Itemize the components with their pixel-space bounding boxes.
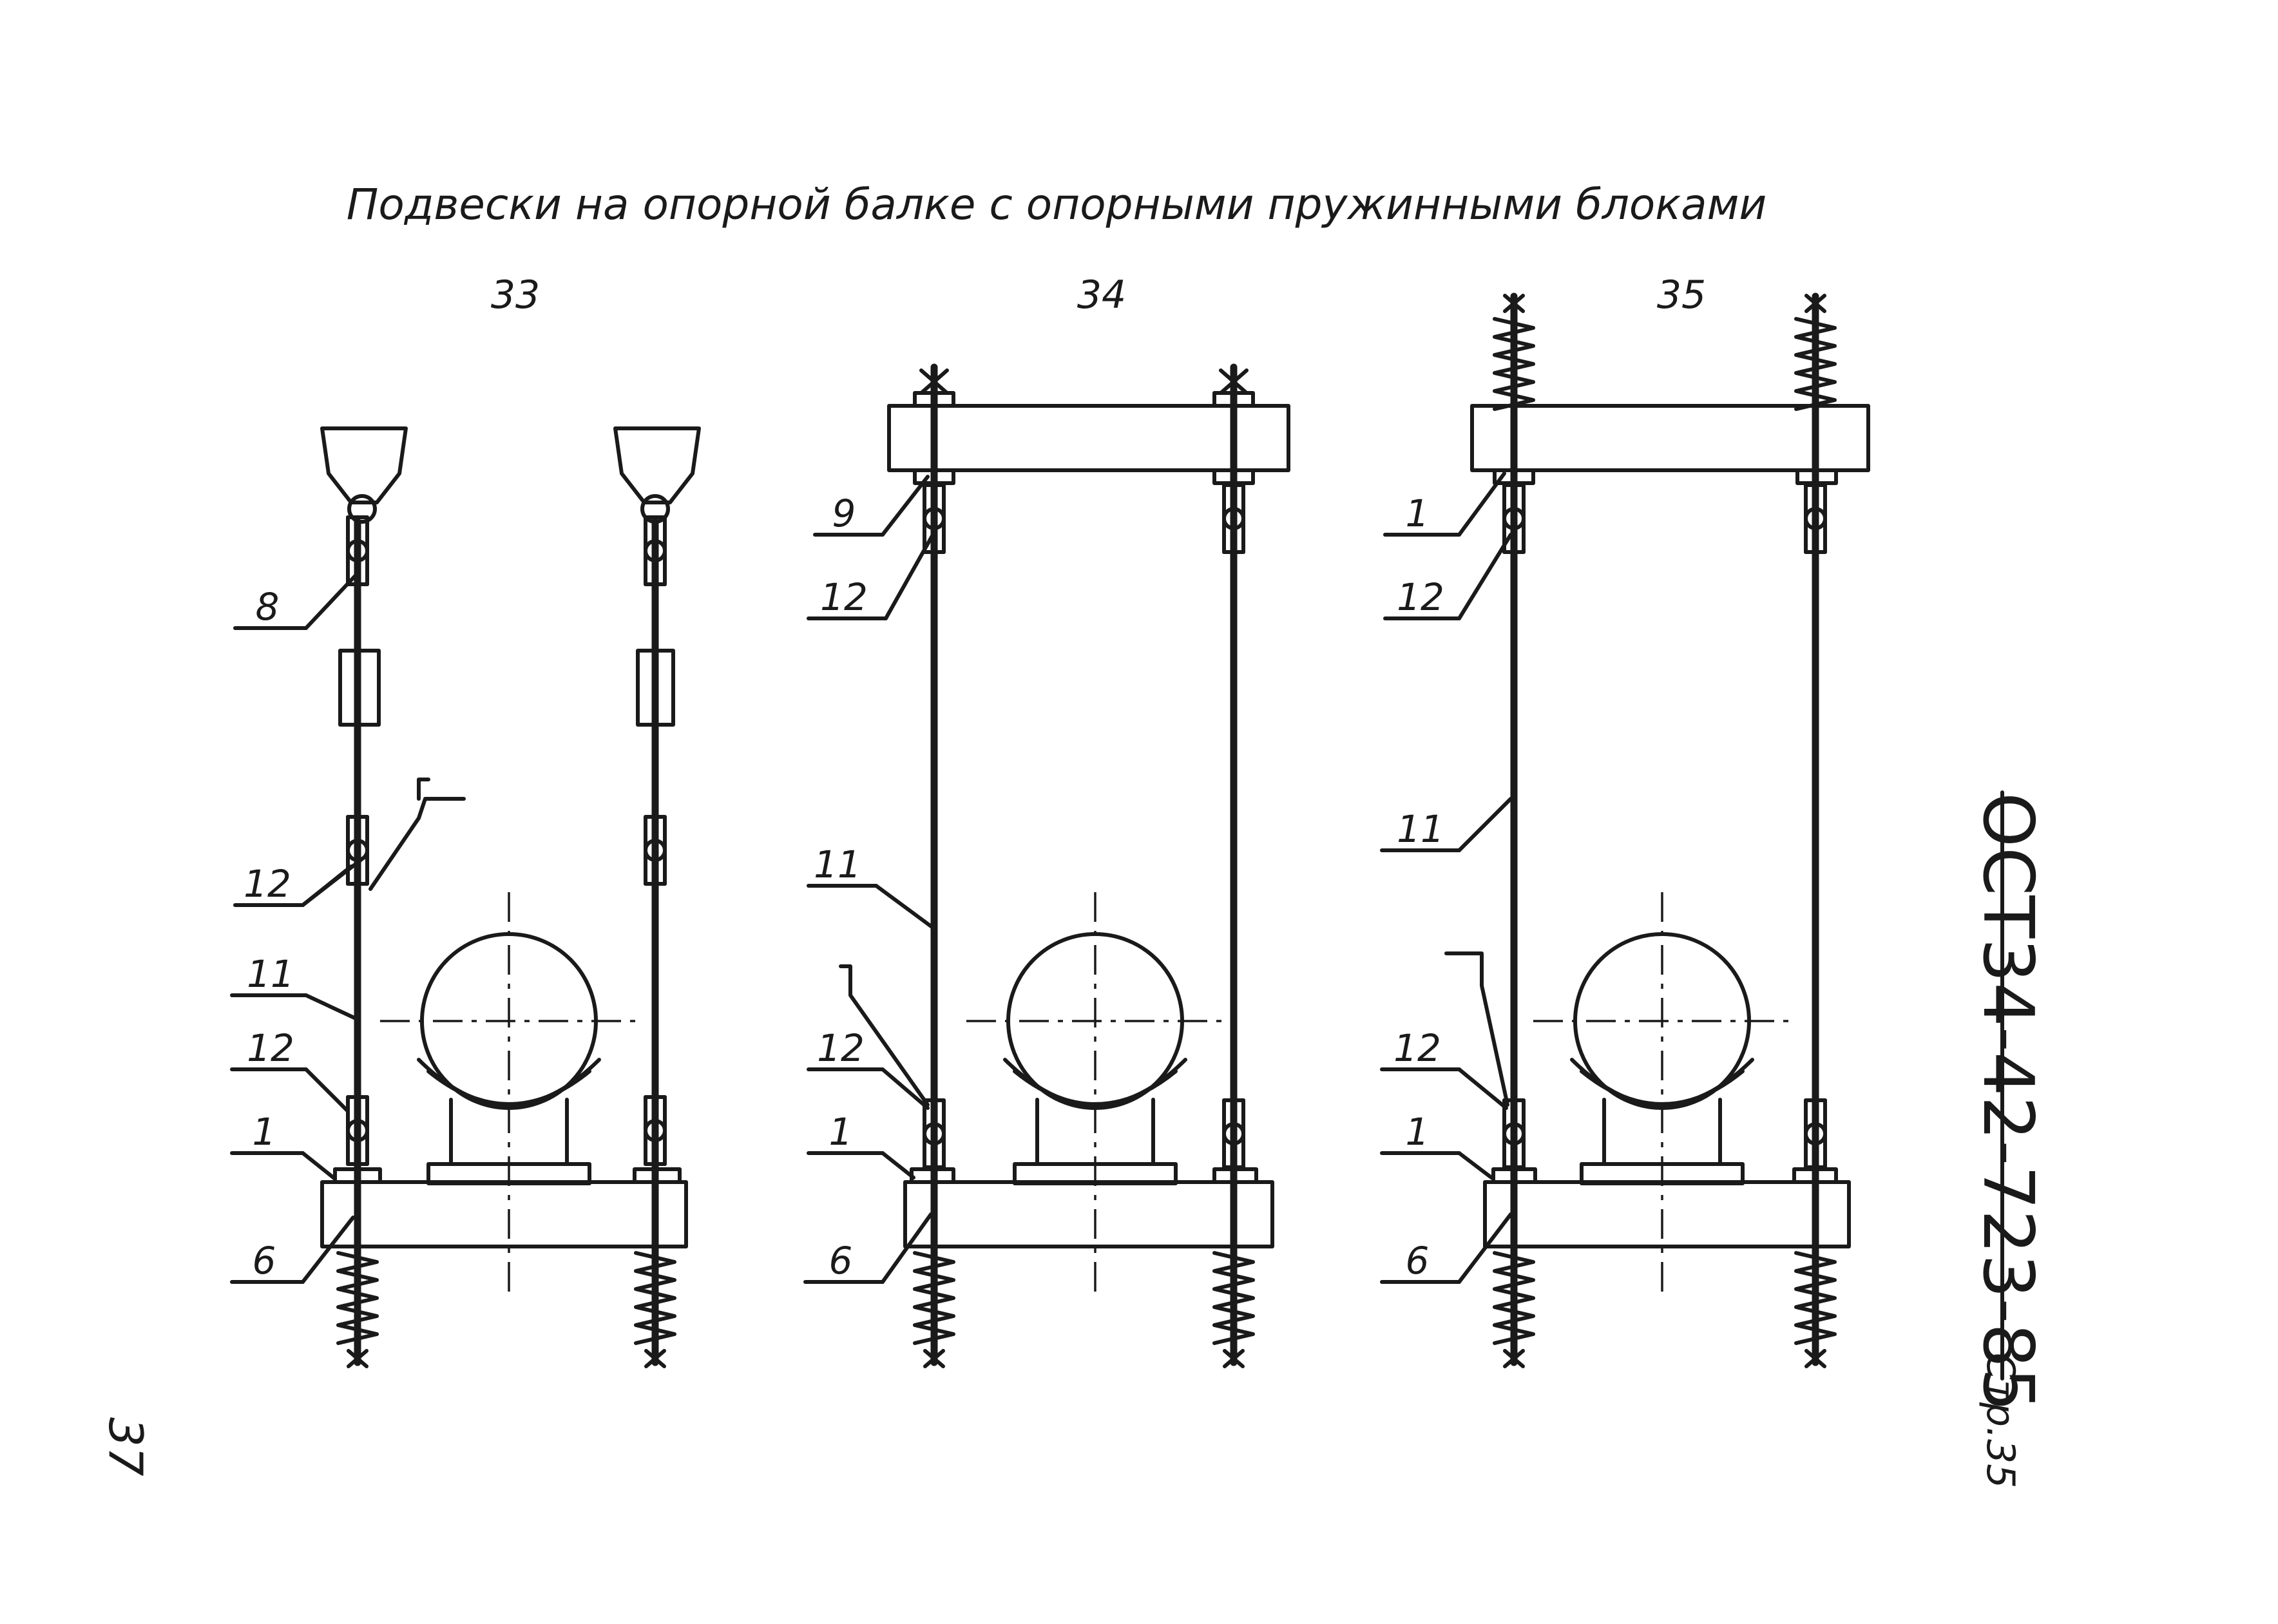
page-number: 37 bbox=[99, 1417, 153, 1476]
variant-number-35: 35 bbox=[1657, 272, 1706, 318]
variant-number-33: 33 bbox=[491, 272, 540, 318]
callout-1-top: 1 bbox=[1406, 492, 1430, 535]
document-code: ОСТ34-42-723-85 bbox=[1967, 792, 2048, 1412]
variant-34-drawing bbox=[839, 363, 1290, 1366]
callout-11: 11 bbox=[1397, 807, 1444, 851]
callout-1: 1 bbox=[1406, 1110, 1430, 1154]
callout-12-lower: 12 bbox=[817, 1026, 865, 1070]
callout-12-upper: 12 bbox=[1397, 575, 1444, 619]
callout-11: 11 bbox=[814, 843, 861, 886]
variant-35-callouts: 1 12 11 12 1 6 bbox=[1380, 472, 1513, 1284]
callout-12-lower: 12 bbox=[247, 1026, 294, 1070]
callout-1: 1 bbox=[829, 1110, 853, 1154]
variant-number-34: 34 bbox=[1077, 272, 1126, 318]
drawing-title: Подвески на опорной балке с опорными пру… bbox=[347, 180, 1767, 229]
callout-1: 1 bbox=[253, 1110, 276, 1154]
callout-6: 6 bbox=[829, 1239, 853, 1283]
document-designation: ОСТ34-42-723-85 Стр.35 bbox=[1967, 792, 2048, 1488]
callout-12-upper: 12 bbox=[244, 862, 291, 906]
callout-11: 11 bbox=[247, 952, 294, 996]
variant-33-callouts: 8 12 11 12 1 6 bbox=[230, 571, 363, 1284]
callout-12-upper: 12 bbox=[820, 575, 868, 619]
variant-34-callouts: 9 12 11 12 1 6 bbox=[803, 475, 935, 1284]
variant-33-drawing bbox=[320, 426, 701, 1366]
callout-6: 6 bbox=[1406, 1239, 1430, 1283]
callout-8: 8 bbox=[256, 585, 280, 629]
callout-6: 6 bbox=[253, 1239, 276, 1283]
callout-12-lower: 12 bbox=[1393, 1026, 1441, 1070]
variant-35-drawing bbox=[1444, 296, 1870, 1366]
callout-9: 9 bbox=[832, 492, 856, 535]
